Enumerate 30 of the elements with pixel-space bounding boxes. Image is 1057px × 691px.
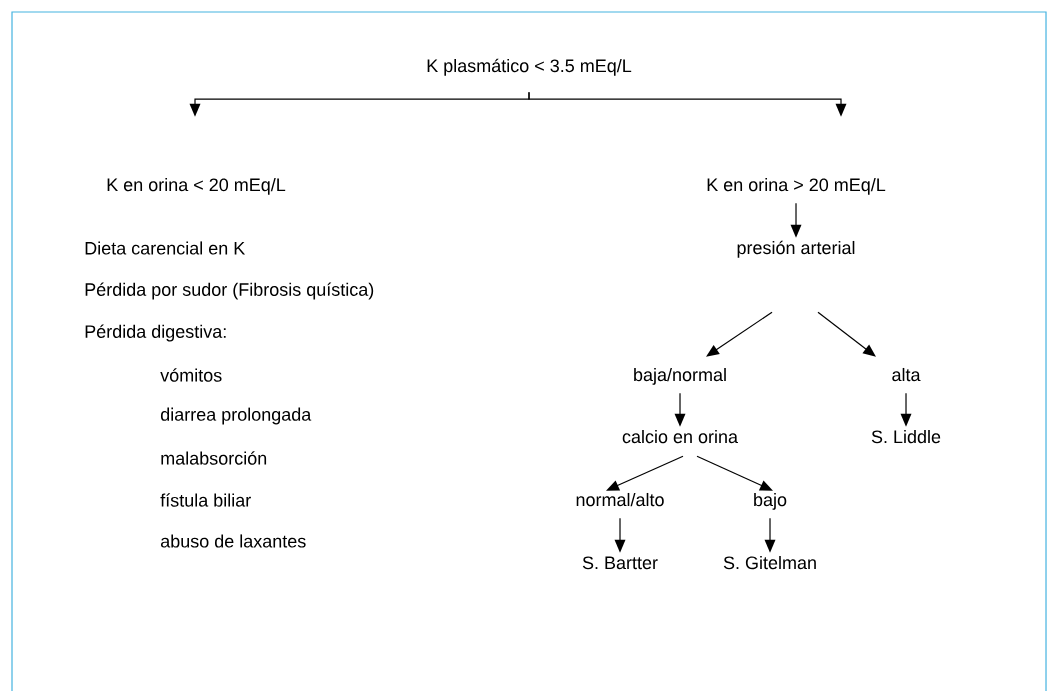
flow-text: K en orina < 20 mEq/L bbox=[107, 177, 286, 195]
arrow bbox=[606, 455, 684, 491]
list-item: vómitos bbox=[160, 368, 222, 382]
flow-text: S. Bartter bbox=[582, 556, 658, 570]
arrow bbox=[706, 311, 773, 357]
flow-text: normal/alto bbox=[576, 492, 664, 507]
arrow bbox=[790, 202, 802, 238]
list-item: diarrea prolongada bbox=[160, 407, 312, 425]
arrow bbox=[817, 311, 876, 357]
arrow bbox=[900, 392, 912, 427]
list-item: Dieta carencial en K bbox=[85, 241, 246, 255]
arrow bbox=[696, 455, 773, 491]
list-item: Pérdida por sudor (Fibrosis quística) bbox=[85, 282, 374, 300]
list-item: malabsorción bbox=[161, 451, 267, 465]
flow-text: bajo bbox=[754, 492, 787, 510]
flow-text: presión arterial bbox=[737, 240, 855, 258]
flow-text: alta bbox=[892, 367, 921, 382]
flow-text: S. Gitelman bbox=[723, 555, 816, 570]
flow-text: K plasmático < 3.5 mEq/L bbox=[427, 58, 632, 76]
arrow bbox=[764, 517, 776, 553]
arrow bbox=[674, 392, 686, 427]
flow-text: baja/normal bbox=[634, 367, 726, 385]
flow-text: S. Liddle bbox=[871, 429, 941, 444]
arrow bbox=[614, 517, 626, 553]
flow-text: calcio en orina bbox=[622, 429, 738, 444]
arrow bbox=[528, 91, 847, 117]
list-item: fístula biliar bbox=[160, 493, 251, 507]
list-item: Pérdida digestiva: bbox=[85, 324, 226, 342]
flow-text: K en orina > 20 mEq/L bbox=[707, 177, 886, 195]
list-item: abuso de laxantes bbox=[160, 534, 306, 548]
